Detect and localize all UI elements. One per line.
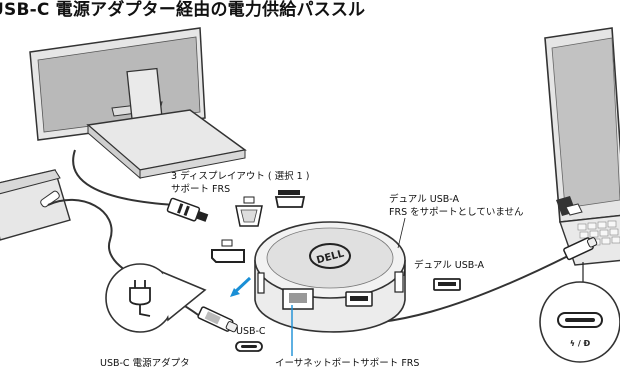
callout-lines [397, 217, 406, 277]
usbc-plug [197, 306, 238, 333]
hdmi-port-caption: HDMI [281, 190, 299, 197]
laptop [544, 27, 620, 266]
dual-usba-nofrs-label-line2: FRS をサポートとしていません [389, 207, 524, 218]
displayport-port-icon [211, 239, 245, 263]
dock: DELL [254, 221, 406, 333]
hdmi-plug [166, 197, 209, 222]
power-plug-callout [105, 263, 207, 333]
usbc-label: USB-C [236, 326, 266, 337]
insert-arrow [230, 276, 252, 297]
vga-port-icon [235, 196, 263, 227]
svg-text:ϟ / Ð: ϟ / Ð [570, 339, 591, 348]
usbc-adapter-label: USB-C 電源アダプタ [100, 358, 190, 369]
page-title: USB-C 電源アダプター経由の電力供給パススル [0, 0, 366, 20]
display-out-label-line2: サポート FRS [171, 184, 231, 195]
display-out-label-line1: 3 ディスプレイアウト ( 選択 1 ) [171, 171, 310, 182]
usba-port-icon [433, 278, 461, 291]
hdmi-port-icon [274, 190, 306, 208]
laptop-port-callout: ϟ / Ð [539, 262, 620, 363]
laptop-usbc-plug [563, 237, 598, 261]
monitor [29, 27, 247, 180]
dual-usba-nofrs-label-line1: デュアル USB-A [389, 194, 459, 205]
power-adapter [0, 169, 71, 241]
dual-usba-label: デュアル USB-A [414, 260, 484, 271]
usbc-port-icon [235, 341, 263, 352]
ethernet-frs-label: イーサネットポートサポート FRS [275, 358, 420, 369]
